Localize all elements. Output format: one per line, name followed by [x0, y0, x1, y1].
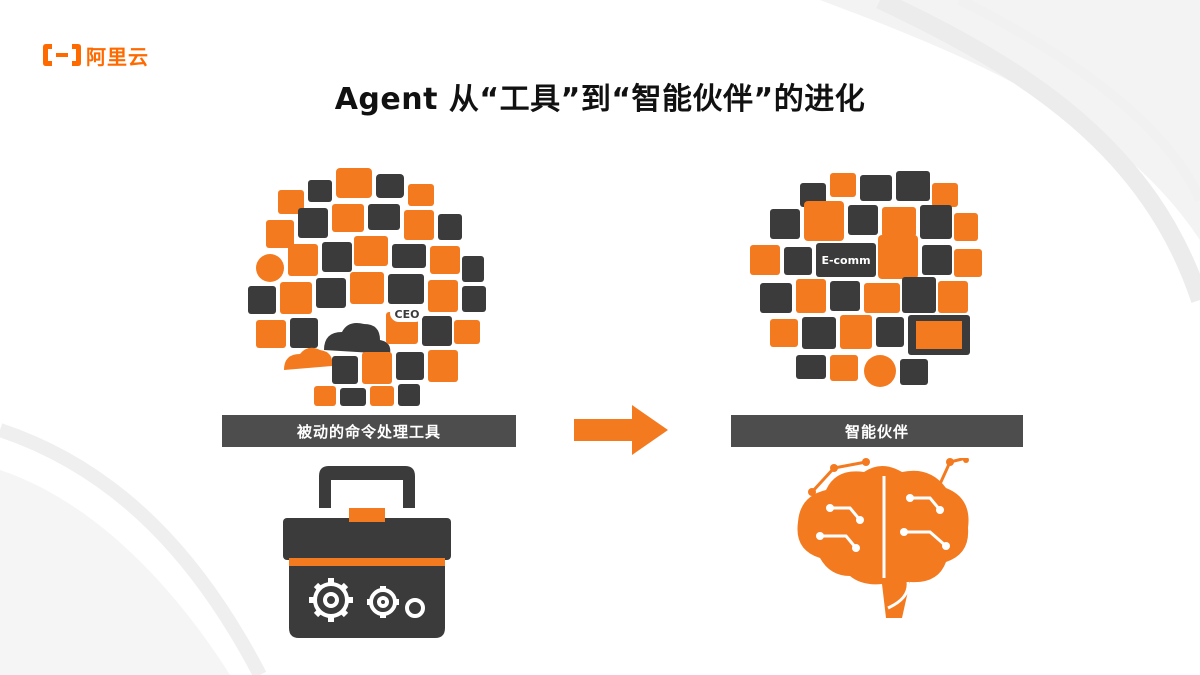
- tool-label: 被动的命令处理工具: [222, 415, 516, 447]
- aliyun-logo: 阿里云: [42, 40, 149, 70]
- brain-circuit-icon: [797, 458, 969, 618]
- icon-cluster: [248, 168, 486, 406]
- ecomm-tag: E-comm: [821, 254, 870, 267]
- ceo-tag: CEO: [395, 308, 420, 321]
- partner-label: 智能伙伴: [731, 415, 1023, 447]
- icon-cluster: [750, 171, 982, 387]
- logo-text: 阿里云: [86, 44, 149, 69]
- tool-icon-cloud: CEO: [248, 168, 486, 406]
- partner-icon-cloud: E-comm: [750, 171, 982, 387]
- arrow-right-icon: [574, 405, 668, 455]
- toolbox-gears-icon: [283, 466, 451, 638]
- slide-title: Agent 从“工具”到“智能伙伴”的进化: [334, 82, 866, 117]
- aliyun-logo-icon: [43, 44, 81, 66]
